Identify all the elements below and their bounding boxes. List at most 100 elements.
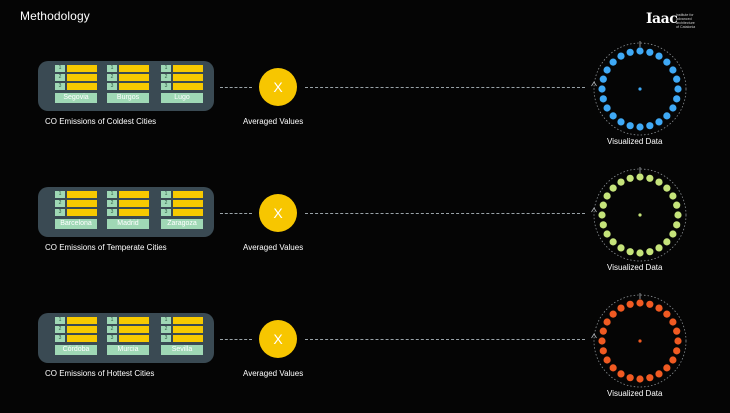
data-dot xyxy=(603,230,611,238)
averaged-values-label: Averaged Values xyxy=(243,117,304,126)
city-label: Segovia xyxy=(55,93,97,103)
logo-line: advanced xyxy=(676,17,692,21)
data-dot xyxy=(599,75,607,83)
data-dot xyxy=(663,112,671,120)
data-dot xyxy=(673,347,681,355)
row-number: 3 xyxy=(55,335,65,342)
data-dot xyxy=(599,201,607,209)
data-line: 3 xyxy=(161,335,203,342)
data-line: 3 xyxy=(55,209,97,216)
center-dot xyxy=(638,339,642,343)
connector-line xyxy=(220,339,252,340)
row-number: 2 xyxy=(161,200,171,207)
value-bar xyxy=(119,191,149,198)
value-bar xyxy=(67,326,97,333)
page-title: Methodology xyxy=(20,9,90,23)
data-dot xyxy=(598,211,606,219)
value-bar xyxy=(67,200,97,207)
logo-subtext: institute for advanced architecture of C… xyxy=(676,13,695,29)
row-number: 1 xyxy=(55,317,65,324)
row-number: 2 xyxy=(55,74,65,81)
data-dot xyxy=(663,310,671,318)
direction-arrow-icon xyxy=(591,81,597,87)
multiply-operator: X xyxy=(259,320,297,358)
value-bar xyxy=(67,209,97,216)
data-dot xyxy=(655,304,663,312)
data-dot xyxy=(603,104,611,112)
data-dot xyxy=(609,238,617,246)
row-number: 1 xyxy=(107,191,117,198)
data-dot xyxy=(669,66,677,74)
multiply-operator: X xyxy=(259,194,297,232)
value-bar xyxy=(119,335,149,342)
connector-line xyxy=(305,213,585,214)
data-line: 3 xyxy=(107,83,149,90)
data-dot xyxy=(599,347,607,355)
data-line: 3 xyxy=(161,209,203,216)
data-line: 2 xyxy=(107,74,149,81)
data-line: 1 xyxy=(107,317,149,324)
row-number: 3 xyxy=(55,209,65,216)
value-bar xyxy=(173,335,203,342)
connector-line xyxy=(220,87,252,88)
data-dot xyxy=(669,192,677,200)
direction-arrow-icon xyxy=(591,333,597,339)
value-bar xyxy=(173,65,203,72)
data-line: 1 xyxy=(161,317,203,324)
data-dot xyxy=(609,364,617,372)
data-line: 3 xyxy=(161,83,203,90)
data-line: 1 xyxy=(55,65,97,72)
data-dot xyxy=(617,304,625,312)
value-bar xyxy=(67,317,97,324)
data-line: 1 xyxy=(55,191,97,198)
data-dot xyxy=(617,178,625,186)
value-bar xyxy=(173,209,203,216)
data-dot xyxy=(646,248,654,256)
row-number: 2 xyxy=(107,74,117,81)
data-dot xyxy=(655,52,663,60)
value-bar xyxy=(119,200,149,207)
data-line: 1 xyxy=(161,191,203,198)
data-dot xyxy=(673,95,681,103)
data-dot xyxy=(673,221,681,229)
row-number: 2 xyxy=(161,326,171,333)
center-dot xyxy=(638,213,642,217)
data-dot xyxy=(603,318,611,326)
data-dot xyxy=(646,374,654,382)
data-dot xyxy=(626,48,634,56)
data-dot xyxy=(663,238,671,246)
data-dot xyxy=(646,300,654,308)
data-line: 1 xyxy=(107,191,149,198)
row-number: 2 xyxy=(161,74,171,81)
value-bar xyxy=(119,65,149,72)
data-dot xyxy=(599,95,607,103)
data-line: 2 xyxy=(55,200,97,207)
multiply-operator: X xyxy=(259,68,297,106)
data-dot xyxy=(626,248,634,256)
data-dot xyxy=(636,47,644,55)
row-number: 1 xyxy=(161,65,171,72)
city-label: Córdoba xyxy=(55,345,97,355)
data-dot xyxy=(636,173,644,181)
value-bar xyxy=(119,209,149,216)
value-bar xyxy=(119,83,149,90)
data-dot xyxy=(603,66,611,74)
value-bar xyxy=(67,65,97,72)
data-line: 1 xyxy=(161,65,203,72)
visualized-data-label: Visualized Data xyxy=(607,389,663,398)
row-number: 3 xyxy=(107,335,117,342)
data-dot xyxy=(609,112,617,120)
value-bar xyxy=(173,200,203,207)
data-dot xyxy=(655,178,663,186)
row-number: 1 xyxy=(161,317,171,324)
data-dot xyxy=(609,310,617,318)
row-number: 1 xyxy=(161,191,171,198)
